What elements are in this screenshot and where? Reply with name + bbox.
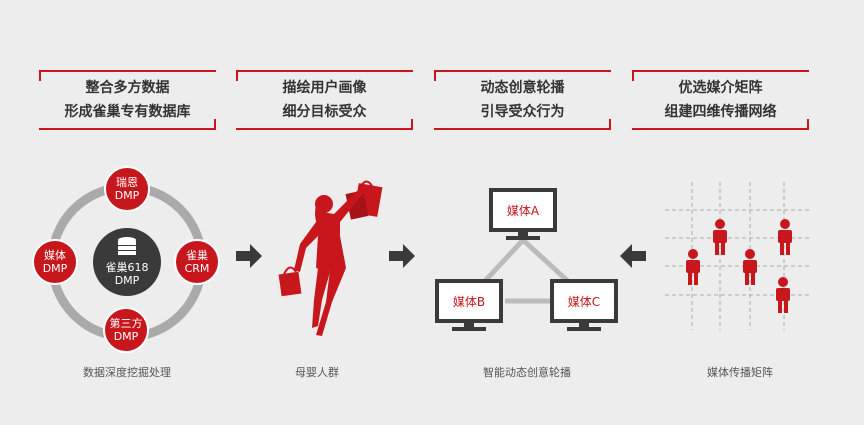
- person-icon: [686, 249, 700, 285]
- dmp-node-left: [32, 239, 78, 285]
- arrow-left-icon: [620, 244, 646, 268]
- screen-label-a: 媒体A: [506, 204, 540, 218]
- dmp-right-label: 雀巢 CRM: [177, 249, 217, 275]
- monitor-b-icon: [435, 279, 503, 331]
- panel-caption-2: 母婴人群: [295, 366, 339, 379]
- dmp-node-top: [104, 166, 150, 212]
- person-icon: [776, 277, 790, 313]
- panel-title-3-line2: 引导受众行为: [480, 104, 565, 120]
- dmp-node-right: [174, 239, 220, 285]
- dmp-ring-diagram: [32, 166, 220, 353]
- dmp-node-bottom: [103, 307, 149, 353]
- panel-caption-3: 智能动态创意轮播: [483, 366, 571, 379]
- panel-title-4-line1: 优选媒介矩阵: [678, 80, 763, 96]
- database-icon: [118, 237, 136, 255]
- panel-title-3-line1: 动态创意轮播: [480, 80, 565, 96]
- panel-title-4: 优选媒介矩阵 组建四维传播网络: [632, 70, 809, 130]
- screen-label-c: 媒体C: [567, 295, 601, 309]
- panel-title-4-line2: 组建四维传播网络: [664, 104, 777, 120]
- panel-title-2-line2: 细分目标受众: [282, 104, 367, 120]
- dmp-bottom-label-line1: 第三方: [109, 317, 143, 330]
- person-icon: [778, 219, 792, 255]
- dmp-bottom-label: 第三方 DMP: [102, 317, 150, 343]
- dmp-center-node: [93, 228, 161, 296]
- panel-title-1-line1: 整合多方数据: [85, 80, 170, 96]
- dmp-left-label-line1: 媒体: [44, 249, 66, 262]
- arrow-right-icon: [236, 244, 262, 268]
- panel-title-3: 动态创意轮播 引导受众行为: [434, 70, 611, 130]
- monitor-a-icon: [489, 188, 557, 240]
- panel-caption-4: 媒体传播矩阵: [707, 366, 773, 379]
- dmp-bottom-label-line2: DMP: [113, 330, 139, 343]
- panel-title-2: 描绘用户画像 细分目标受众: [236, 70, 413, 130]
- panel-title-2-line1: 描绘用户画像: [282, 80, 367, 96]
- monitor-c-icon: [550, 279, 618, 331]
- media-screens-diagram: [435, 188, 618, 331]
- dmp-top-label-line1: 瑞恩: [116, 176, 138, 189]
- person-icon: [713, 219, 727, 255]
- screen-label-b: 媒体B: [452, 295, 486, 309]
- dmp-center-label: 雀巢618 DMP: [97, 261, 157, 287]
- dmp-top-label: 瑞恩 DMP: [107, 176, 147, 202]
- dmp-left-label-line2: DMP: [42, 262, 68, 275]
- media-matrix-grid: [665, 182, 812, 330]
- panel-title-1: 整合多方数据 形成雀巢专有数据库: [39, 70, 216, 130]
- woman-shopping-icon: [278, 180, 383, 336]
- dmp-center-label-line2: DMP: [114, 274, 140, 287]
- dmp-center-label-line1: 雀巢618: [105, 261, 149, 274]
- panel-title-1-line2: 形成雀巢专有数据库: [64, 104, 191, 120]
- dmp-right-label-line2: CRM: [184, 262, 210, 275]
- panel-caption-1: 数据深度挖掘处理: [83, 366, 171, 379]
- dmp-right-label-line1: 雀巢: [186, 249, 208, 262]
- arrow-right-icon: [389, 244, 415, 268]
- person-icon: [743, 249, 757, 285]
- dmp-top-label-line2: DMP: [114, 189, 140, 202]
- dmp-left-label: 媒体 DMP: [35, 249, 75, 275]
